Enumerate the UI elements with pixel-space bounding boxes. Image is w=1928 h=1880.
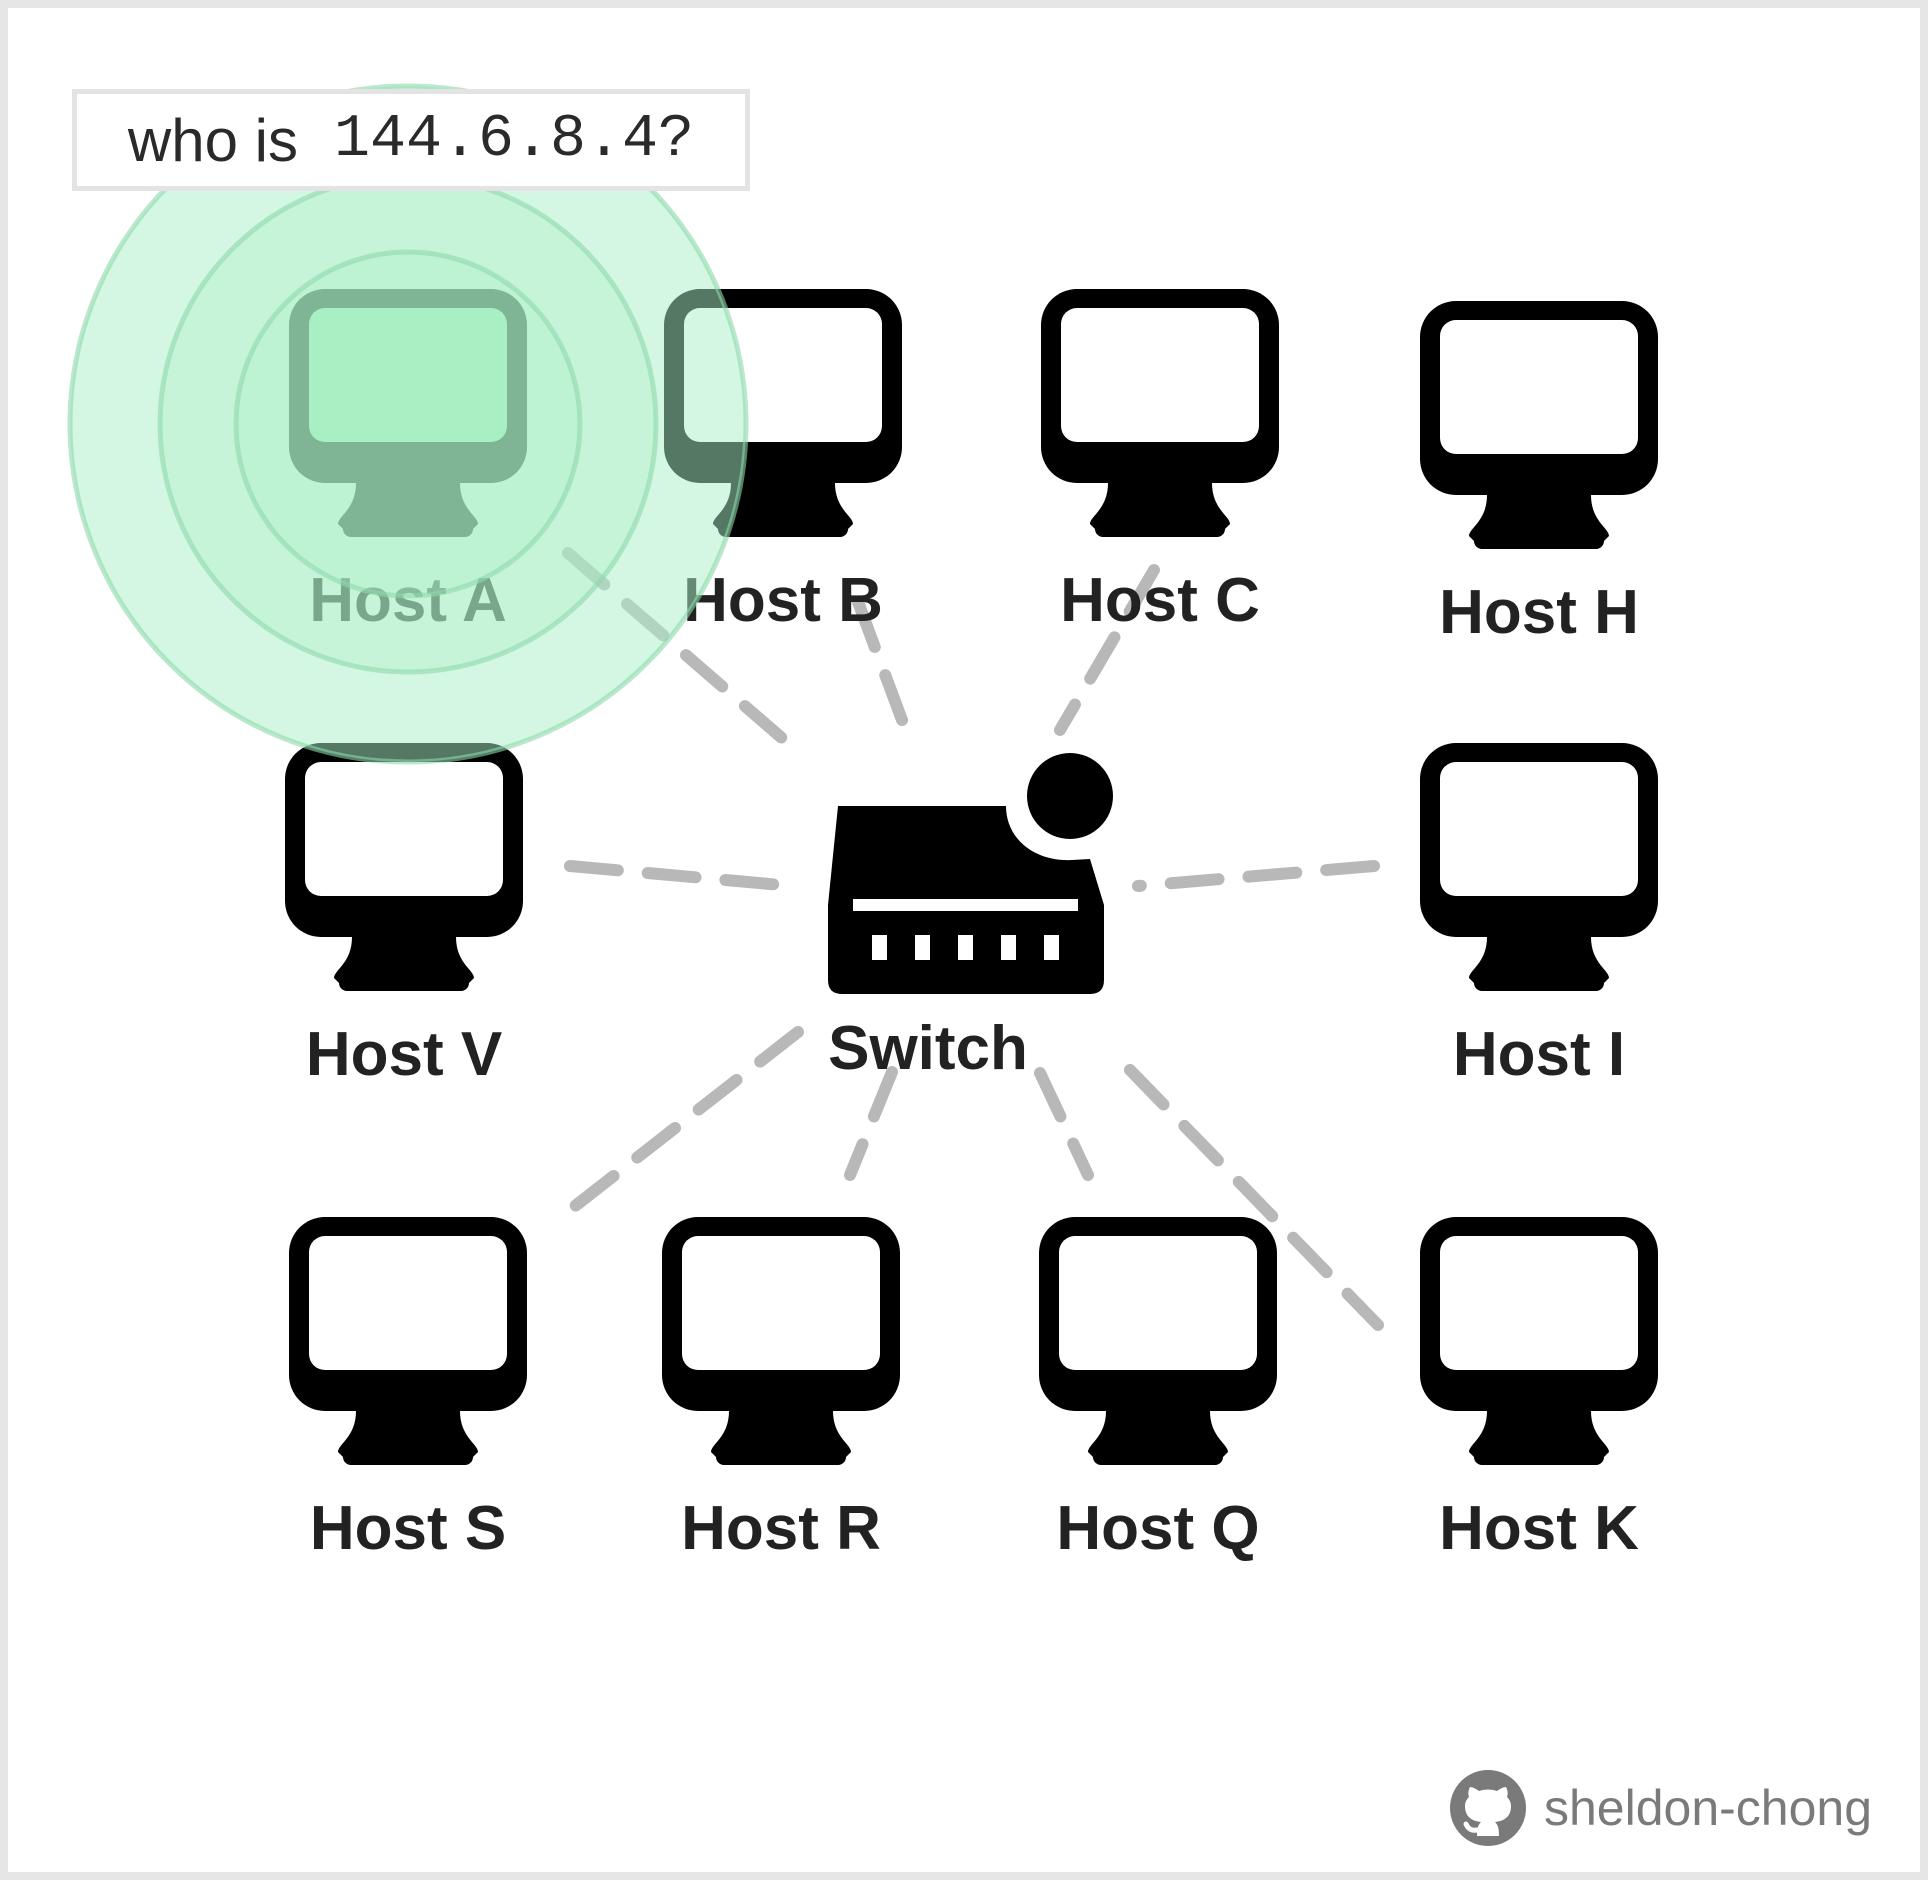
monitor-icon: [1420, 1217, 1658, 1465]
query-prefix: who is: [127, 106, 298, 174]
link-host-c: [1054, 564, 1160, 736]
monitor-screen: [1440, 762, 1638, 896]
host-label: Host B: [683, 566, 883, 635]
host-label: Host H: [1439, 578, 1639, 647]
link-host-k: [1124, 1064, 1384, 1331]
host-label: Host Q: [1056, 1494, 1259, 1563]
host-label: Host V: [306, 1020, 502, 1089]
host-label: Host C: [1060, 566, 1260, 635]
host-i[interactable]: Host I: [1420, 743, 1658, 1089]
monitor-screen: [1061, 308, 1259, 442]
link-host-b: [852, 596, 911, 734]
monitor-icon: [1420, 743, 1658, 991]
host-s[interactable]: Host S: [289, 1217, 527, 1563]
github-icon: [1450, 1770, 1526, 1846]
monitor-screen: [309, 1236, 507, 1370]
monitor-screen: [1440, 320, 1638, 454]
switch-label: Switch: [828, 1014, 1028, 1083]
broadcast-pulse: [67, 83, 749, 765]
monitor-icon: [662, 1217, 900, 1465]
monitor-icon: [289, 1217, 527, 1465]
link-host-r: [844, 1066, 898, 1181]
monitor-screen: [682, 1236, 880, 1370]
host-k[interactable]: Host K: [1420, 1217, 1658, 1563]
switch-node[interactable]: Switch: [828, 753, 1113, 1083]
host-label: Host R: [681, 1494, 881, 1563]
monitor-icon: [1420, 301, 1658, 549]
pulse-ring: [233, 249, 583, 599]
link-host-i: [1132, 860, 1380, 892]
github-credit[interactable]: sheldon-chong: [1450, 1770, 1872, 1846]
host-h[interactable]: Host H: [1420, 301, 1658, 647]
host-c[interactable]: Host C: [1041, 289, 1279, 635]
host-label: Host K: [1439, 1494, 1639, 1563]
host-label: Host I: [1453, 1020, 1625, 1089]
host-label: Host S: [310, 1494, 506, 1563]
host-v[interactable]: Host V: [285, 743, 523, 1089]
monitor-screen: [305, 762, 503, 896]
query-ip: 144.6.8.4?: [334, 106, 695, 174]
links: [562, 547, 1384, 1331]
monitor-icon: [1039, 1217, 1277, 1465]
monitor-screen: [1440, 1236, 1638, 1370]
credit-text: sheldon-chong: [1544, 1780, 1873, 1836]
link-host-v: [564, 860, 798, 892]
arp-query-box: who is 144.6.8.4?: [72, 89, 750, 191]
host-q[interactable]: Host Q: [1039, 1217, 1277, 1563]
pulse-ring: [67, 83, 749, 765]
link-host-s: [564, 1026, 804, 1216]
monitor-icon: [285, 743, 523, 991]
link-host-q: [1034, 1067, 1094, 1181]
monitor-screen: [1059, 1236, 1257, 1370]
host-r[interactable]: Host R: [662, 1217, 900, 1563]
monitor-icon: [1041, 289, 1279, 537]
switch-icon: [828, 753, 1113, 994]
